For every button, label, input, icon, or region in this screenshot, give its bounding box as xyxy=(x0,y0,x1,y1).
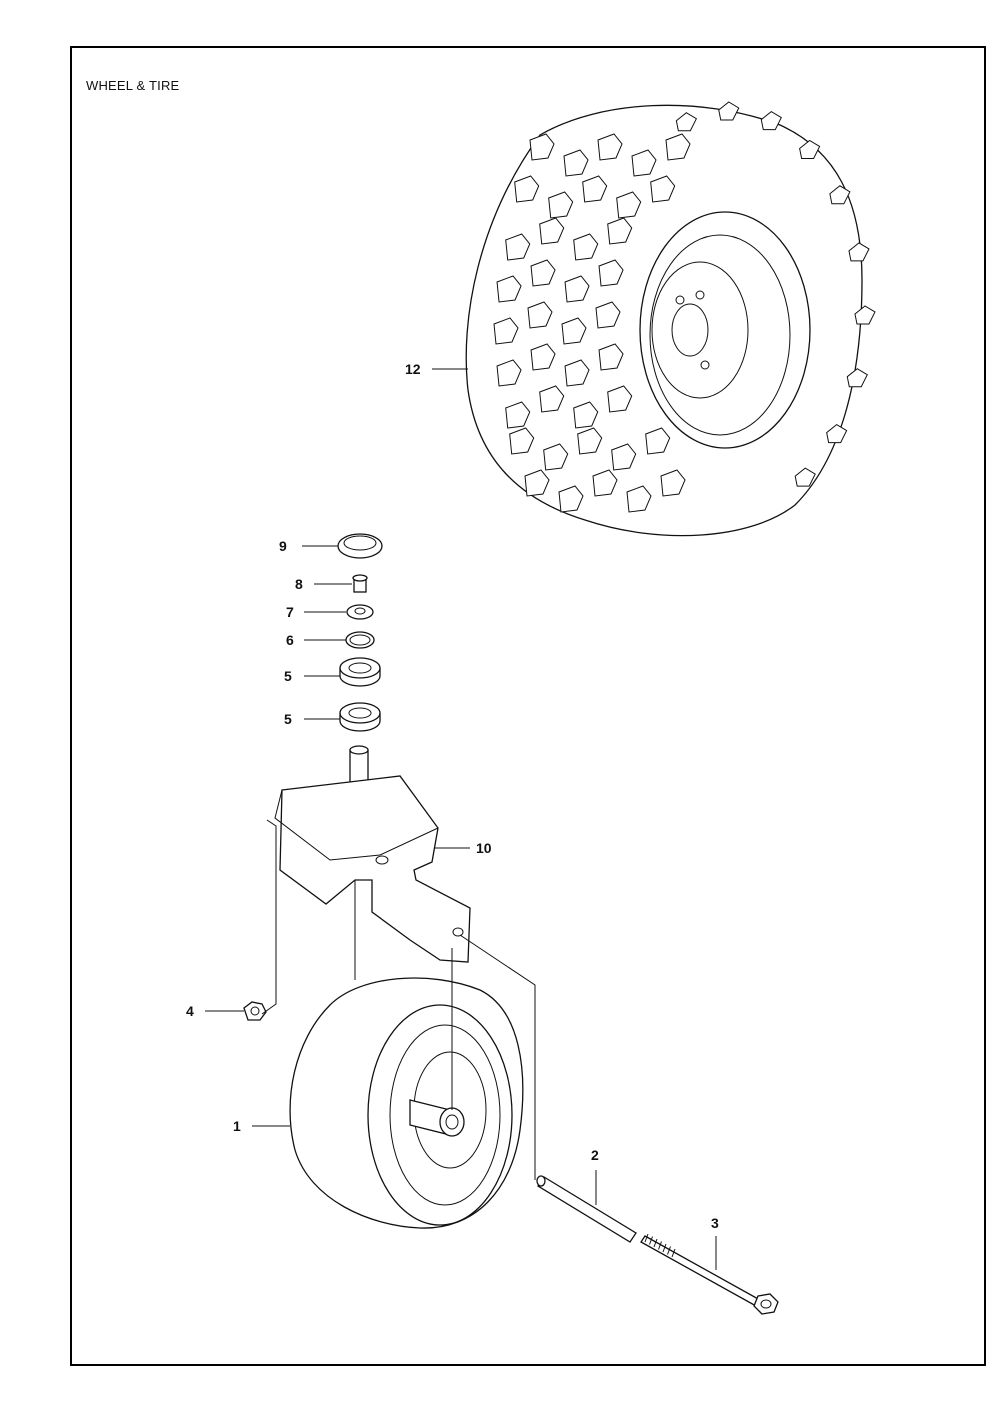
tread-lug xyxy=(573,233,599,261)
callout-8: 8 xyxy=(295,576,303,592)
tread-lug xyxy=(718,101,740,121)
caster-fork-10-icon xyxy=(274,745,471,963)
tread-lug xyxy=(496,359,522,387)
tread-lug xyxy=(573,401,599,429)
callout-12: 12 xyxy=(405,361,421,377)
tread-lug xyxy=(539,385,565,413)
bolt-thread xyxy=(662,1243,667,1253)
tread-lug xyxy=(665,133,691,161)
tread-lug xyxy=(539,217,565,245)
tread-lug xyxy=(592,469,618,497)
nut-4-icon xyxy=(243,1001,267,1021)
callout-2: 2 xyxy=(591,1147,599,1163)
callout-7: 7 xyxy=(286,604,294,620)
tread-lug xyxy=(607,217,633,245)
tread-lug xyxy=(595,301,621,329)
callout-6: 6 xyxy=(286,632,294,648)
callout-4: 4 xyxy=(186,1003,194,1019)
tread-lug xyxy=(582,175,608,203)
tread-lug xyxy=(675,112,698,132)
tread-lug xyxy=(509,427,535,455)
tread-lug xyxy=(529,133,555,161)
tread-lug xyxy=(598,343,624,371)
tread-lug xyxy=(496,275,522,303)
tread-lug xyxy=(626,485,652,513)
tread-lug xyxy=(530,343,556,371)
tread-lug xyxy=(577,427,603,455)
tire-12-icon xyxy=(465,101,876,537)
callout-3: 3 xyxy=(711,1215,719,1231)
spacer-tube-2-icon xyxy=(536,1175,637,1243)
bearing-5-upper-icon xyxy=(339,657,381,687)
washer-7-icon xyxy=(346,604,374,620)
callout-5-lower: 5 xyxy=(284,711,292,727)
tread-lug xyxy=(854,305,876,325)
diagram-frame xyxy=(70,46,986,1366)
callout-10: 10 xyxy=(476,840,492,856)
tread-lug xyxy=(607,385,633,413)
tread-lug xyxy=(493,317,519,345)
caster-wheel-1-icon xyxy=(289,977,524,1229)
bolt-thread xyxy=(667,1246,671,1255)
tread-lug xyxy=(558,485,584,513)
tread-lug xyxy=(794,467,816,487)
tread-lug xyxy=(505,233,531,261)
bolt-thread xyxy=(671,1248,676,1258)
tread-lug xyxy=(650,175,676,203)
page-title: WHEEL & TIRE xyxy=(86,78,180,93)
tread-lug xyxy=(527,301,553,329)
small-bolt-8-icon xyxy=(352,574,368,593)
tread-lug xyxy=(597,133,623,161)
bolt-thread xyxy=(653,1238,658,1248)
tread-lug xyxy=(829,185,851,205)
tread-lug xyxy=(611,443,637,471)
bolt-3-icon xyxy=(640,1233,779,1315)
bolt-thread xyxy=(649,1236,653,1245)
tread-lug xyxy=(799,139,821,159)
tread-lug xyxy=(564,359,590,387)
tread-lug xyxy=(548,191,574,219)
tread-lug xyxy=(645,427,671,455)
tread-lug xyxy=(514,175,540,203)
tread-lug xyxy=(616,191,642,219)
tread-lug xyxy=(660,469,686,497)
bearing-5-lower-icon xyxy=(339,702,381,732)
callout-5-upper: 5 xyxy=(284,668,292,684)
bolt-thread xyxy=(644,1233,649,1243)
tread-lug xyxy=(563,149,589,177)
callout-1: 1 xyxy=(233,1118,241,1134)
tread-lug xyxy=(760,110,782,131)
snap-ring-6-icon xyxy=(345,631,375,649)
tread-lug xyxy=(598,259,624,287)
leader-lines xyxy=(205,368,717,1270)
tread-lug xyxy=(505,401,531,429)
tread-lug xyxy=(631,149,657,177)
bolt-thread xyxy=(658,1241,662,1250)
tread-lug xyxy=(524,469,550,497)
tread-lug xyxy=(846,368,868,388)
tread-lug xyxy=(561,317,587,345)
tread-lug xyxy=(848,242,870,262)
callout-9: 9 xyxy=(279,538,287,554)
tread-lug xyxy=(530,259,556,287)
assembly-lines xyxy=(261,819,536,1180)
tread-lug xyxy=(543,443,569,471)
tread-lug xyxy=(564,275,590,303)
tread-lug xyxy=(826,424,848,444)
cap-9-icon xyxy=(337,533,383,559)
